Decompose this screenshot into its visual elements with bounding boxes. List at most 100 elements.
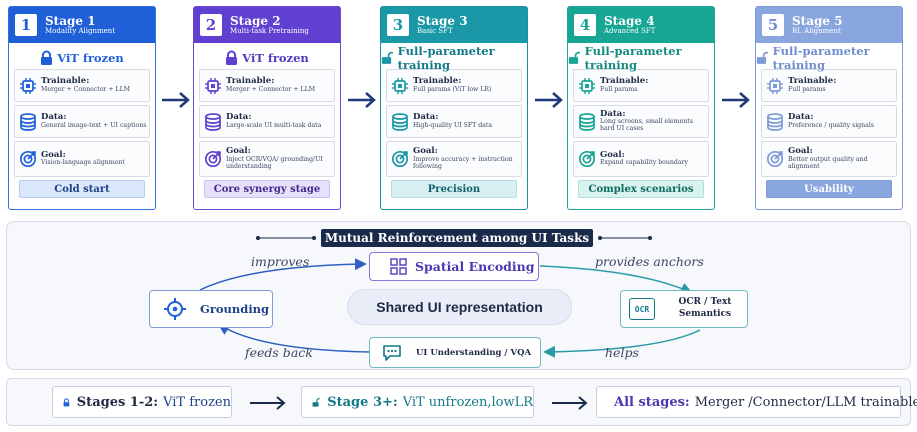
trainable-value: Merger + Connector + LLM — [41, 85, 131, 93]
stage-footer: Core synergy stage — [204, 180, 330, 198]
stage-footer: Precision — [391, 180, 517, 198]
chip-icon — [20, 77, 36, 94]
edge-label-provides-anchors: provides anchors — [595, 254, 704, 269]
trainable-label: Trainable: — [788, 76, 837, 87]
summary-value-3: Merger /Connector/LLM trainable — [694, 394, 917, 410]
summary-arrow-1 — [250, 396, 286, 410]
trainable-value: Full params (ViT low LR) — [413, 85, 492, 93]
stage-number: 1 — [15, 14, 37, 36]
grounding-label: Grounding — [200, 302, 270, 316]
data-row: Data:Preference / quality signals — [761, 105, 897, 138]
goal-label: Goal: — [600, 149, 625, 160]
synergy-title: Mutual Reinforcement among UI Tasks — [321, 229, 593, 247]
trainable-row: Trainable:Merger + Connector + LLM — [14, 69, 150, 102]
database-icon — [205, 112, 221, 131]
target-icon — [578, 150, 596, 168]
chip-icon — [205, 77, 221, 94]
grounding-node: Grounding — [149, 290, 273, 328]
edge-improves — [199, 258, 367, 291]
chat-icon — [383, 344, 401, 361]
vit-status: Full-parameter training — [381, 44, 527, 72]
ocr-label: OCR / Text Semantics — [678, 297, 732, 319]
goal-value: Inject OCR/VQA/ grounding/UI understandi… — [226, 155, 323, 170]
stage-subtitle: Multi-task Pretraining — [230, 26, 309, 35]
crosshair-icon — [164, 298, 186, 320]
chip-icon — [767, 77, 783, 94]
stage-subtitle: Basic SFT — [417, 26, 453, 35]
target-icon — [766, 150, 784, 168]
stage-arrow-1 — [162, 92, 190, 108]
goal-row: Goal:Inject OCR/VQA/ grounding/UI unders… — [199, 141, 335, 177]
goal-row: Goal:Vision-language alignment — [14, 141, 150, 177]
unlock-icon — [756, 51, 769, 64]
chip-icon — [579, 77, 595, 94]
data-label: Data: — [41, 112, 67, 123]
stage-number: 3 — [387, 14, 409, 36]
vit-status: ViT frozen — [9, 47, 155, 69]
stage-arrow-3 — [535, 92, 563, 108]
database-icon — [767, 112, 783, 131]
goal-label: Goal: — [226, 146, 251, 157]
stage-number: 5 — [762, 14, 784, 36]
trainable-label: Trainable: — [41, 76, 90, 87]
trainable-label: Trainable: — [413, 76, 462, 87]
database-icon — [20, 112, 36, 131]
spatial-encoding-node: Spatial Encoding — [369, 252, 539, 281]
data-row: Data:Long screens, small elements hard U… — [573, 105, 709, 138]
data-label: Data: — [226, 112, 252, 123]
stage-footer: Usability — [766, 180, 892, 198]
stage-number: 2 — [200, 14, 222, 36]
target-icon — [204, 150, 222, 168]
vit-status-label: ViT frozen — [57, 51, 124, 65]
goal-row: Goal:Better output quality and alignment — [761, 141, 897, 177]
trainable-value: Full params — [788, 85, 826, 93]
stage-title: Stage 1 — [45, 14, 96, 29]
goal-value: Improve accuracy + instruction following — [413, 155, 513, 170]
goal-row: Goal:Improve accuracy + instruction foll… — [386, 141, 522, 177]
unlock-icon — [312, 397, 320, 407]
trainable-row: Trainable:Full params — [573, 69, 709, 102]
data-row: Data:General image-text + UI captions — [14, 105, 150, 138]
data-row: Data:Large-scale UI multi-task data — [199, 105, 335, 138]
summary-stage-3-plus: Stage 3+: ViT unfrozen,lowLR — [301, 386, 534, 418]
trainable-row: Trainable:Full params (ViT low LR) — [386, 69, 522, 102]
trainable-row: Trainable:Merger + Connector + LLM — [199, 69, 335, 102]
summary-key-1: Stages 1-2: — [76, 394, 159, 410]
trainable-label: Trainable: — [226, 76, 275, 87]
data-value: Long screens, small elements hard UI cas… — [600, 118, 693, 133]
stage-footer: Cold start — [19, 180, 145, 198]
stage-footer: Complex scenarios — [578, 180, 704, 198]
data-row: Data:High-quality UI SFT data — [386, 105, 522, 138]
stage-arrow-4 — [722, 92, 750, 108]
stage-title: Stage 2 — [230, 14, 281, 29]
summary-value-2: ViT unfrozen,lowLR — [402, 394, 533, 410]
vqa-node: UI Understanding / VQA — [369, 337, 541, 368]
stage-subtitle: Modality Alignment — [45, 26, 116, 35]
vit-status-label: Full-parameter training — [397, 44, 495, 72]
spatial-encoding-label: Spatial Encoding — [415, 259, 535, 274]
data-label: Data: — [413, 112, 439, 123]
stage-subtitle: RL Alignment — [792, 26, 841, 35]
goal-label: Goal: — [41, 149, 66, 160]
shared-representation: Shared UI representation — [347, 289, 572, 325]
target-icon — [391, 150, 409, 168]
goal-label: Goal: — [413, 146, 438, 157]
unlock-icon — [568, 51, 581, 64]
summary-all-stages: All stages: Merger /Connector/LLM traina… — [596, 386, 917, 418]
summary-key-3: All stages: — [614, 394, 690, 410]
goal-label: Goal: — [788, 146, 813, 157]
stage-title: Stage 5 — [792, 14, 843, 29]
target-icon — [19, 150, 37, 168]
ocr-node: OCR OCR / Text Semantics — [620, 290, 748, 328]
edge-label-improves: improves — [251, 254, 310, 269]
edge-label-helps: helps — [605, 345, 639, 360]
goal-value: Better output quality and alignment — [788, 155, 868, 170]
unlock-icon — [381, 51, 394, 64]
vit-status: Full-parameter training — [568, 44, 714, 72]
